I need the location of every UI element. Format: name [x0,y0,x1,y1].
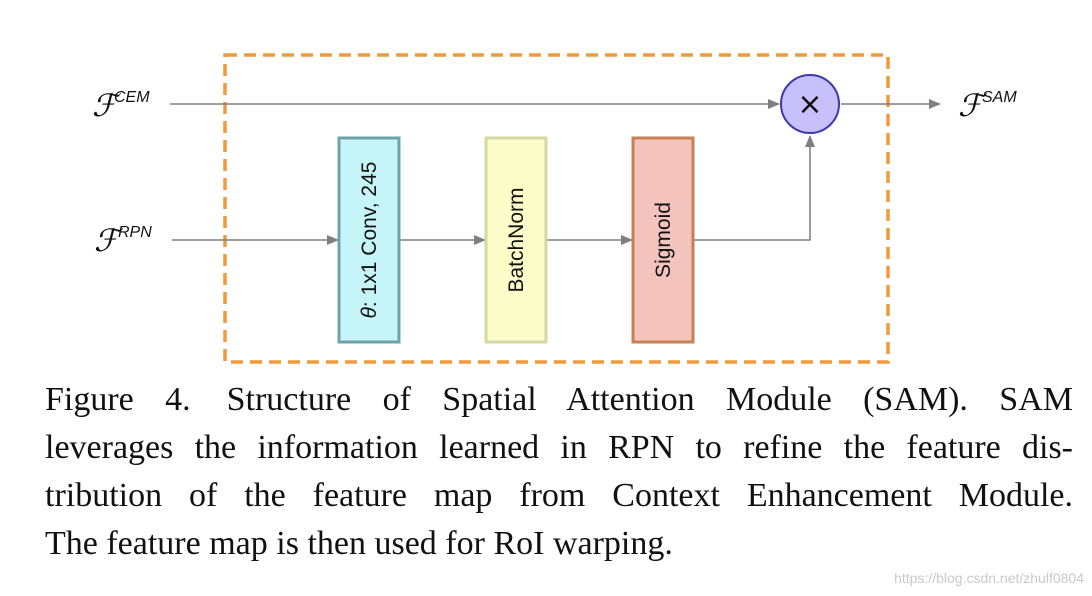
watermark-url: https://blog.csdn.net/zhulf0804 [894,570,1084,586]
sigmoid-block [631,136,695,344]
multiply-icon: × [797,87,822,122]
figure-number: Figure 4. [45,381,191,418]
figure-caption: Figure 4. Structure of Spatial Attention … [45,376,1073,568]
output-label-sam: ℱ SAM [958,88,1017,124]
module-boundary [223,53,890,364]
caption-line-1: Figure 4. Structure of Spatial Attention … [45,376,1073,424]
batchnorm-block [484,136,548,344]
conv-block [337,136,401,344]
input-label-cem: ℱ CEM [92,88,150,124]
multiply-node [780,74,840,134]
svg-text:CEM: CEM [114,89,150,106]
caption-line-4: The feature map is then used for RoI war… [45,525,673,562]
input-label-rpn: ℱ RPN [94,223,152,259]
sigmoid-block-label: Sigmoid [652,202,675,278]
conv-block-label: θ: 1x1 Conv, 245 [358,162,381,319]
caption-text-1: Structure of Spatial Attention Module (S… [226,381,1073,418]
batchnorm-block-label: BatchNorm [505,187,528,292]
svg-text:RPN: RPN [118,224,152,241]
caption-line-3: tribution of the feature map from Contex… [45,477,1073,514]
sigmoid-to-multiply-arrow [694,135,815,241]
caption-line-2: leverages the information learned in RPN… [45,429,1073,466]
sam-diagram: θ: 1x1 Conv, 245 BatchNorm Sigmoid × ℱ C… [92,53,1017,364]
svg-text:SAM: SAM [982,89,1017,106]
